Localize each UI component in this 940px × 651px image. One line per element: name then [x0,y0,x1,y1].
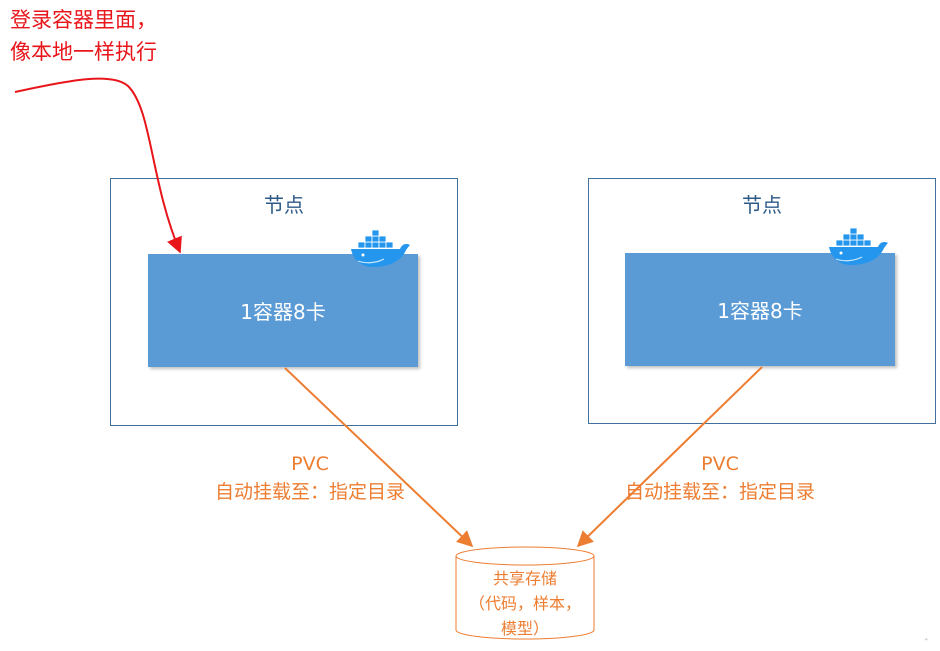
docker-whale-icon [829,227,888,265]
container-label-1: 1容器8卡 [240,300,326,324]
node-title-2: 节点 [742,193,782,217]
pvc-label-1: PVC 自动挂载至：指定目录 [214,453,405,503]
container-box-2[interactable]: 1容器8卡 [625,253,895,366]
docker-whale-icon [351,229,410,267]
storage-label: 共享存储 （代码，样本， 模型） [468,569,581,638]
pvc-label-2: PVC 自动挂载至：指定目录 [624,453,815,503]
login-arrow [14,77,182,254]
corner-mark: ⁺ [924,636,929,645]
node-title-1: 节点 [264,193,304,217]
container-box-1[interactable]: 1容器8卡 [148,254,418,367]
pvc-arrow-1 [284,367,474,548]
pvc-arrow-2 [576,366,763,548]
annotation-text: 登录容器里面， 像本地一样执行 [10,8,157,64]
container-label-2: 1容器8卡 [717,299,803,323]
